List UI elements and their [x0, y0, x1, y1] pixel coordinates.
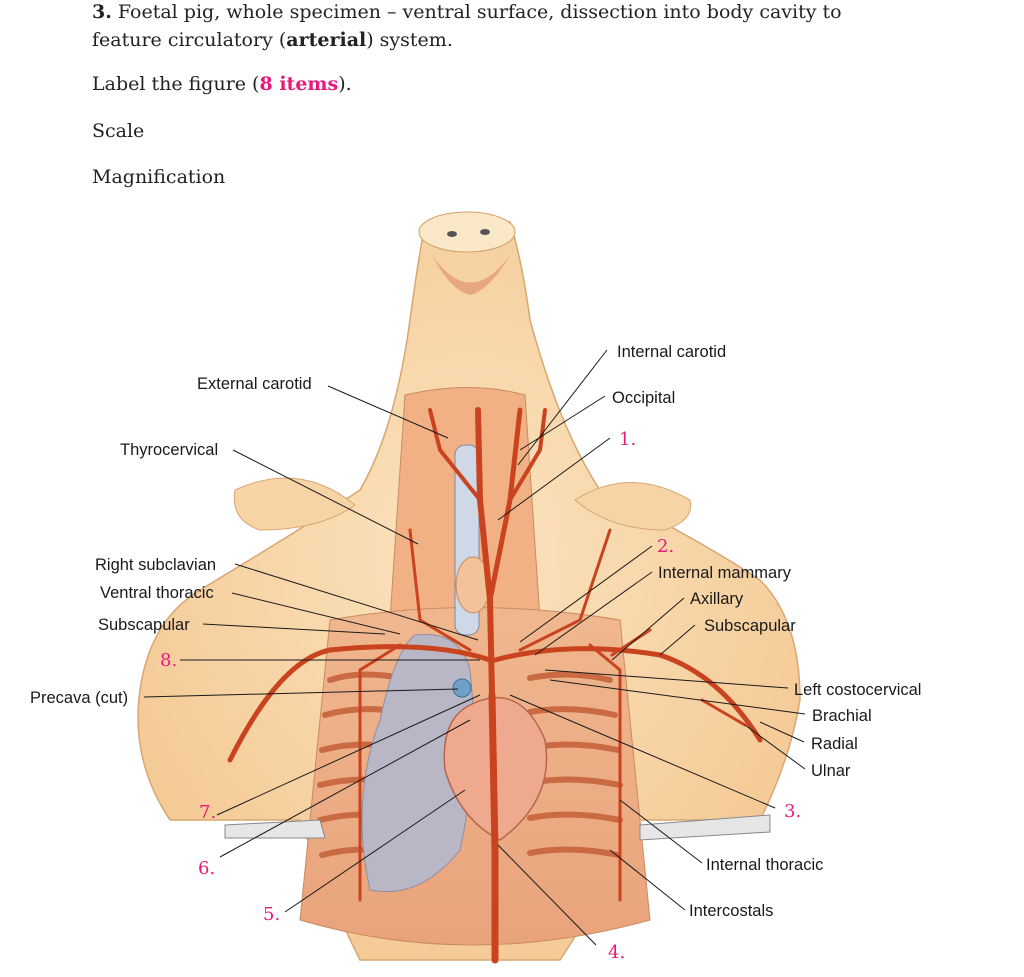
dissection-figure: Internal carotid External carotid Occipi…	[30, 211, 921, 964]
blank-1: 1.	[619, 429, 636, 450]
label-subscapular-right: Subscapular	[704, 617, 796, 635]
label-intercostals: Intercostals	[689, 902, 773, 920]
label-right-subclavian: Right subclavian	[95, 556, 216, 574]
label-internal-thoracic: Internal thoracic	[706, 856, 823, 874]
instruction-count: 8 items	[259, 73, 339, 95]
question-line1: Foetal pig, whole specimen – ventral sur…	[117, 1, 842, 23]
question-line2-post: ) system.	[366, 29, 453, 51]
blank-3: 3.	[784, 801, 801, 822]
blank-2: 2.	[657, 536, 674, 557]
label-precava: Precava (cut)	[30, 689, 128, 707]
blank-4: 4.	[608, 942, 625, 963]
question-number: 3.	[92, 1, 112, 23]
instruction-post: ).	[338, 73, 352, 95]
label-internal-carotid: Internal carotid	[617, 343, 726, 361]
leader-lines	[143, 349, 806, 946]
label-brachial: Brachial	[812, 707, 872, 725]
label-external-carotid: External carotid	[197, 375, 312, 393]
label-ventral-thoracic: Ventral thoracic	[100, 584, 214, 602]
label-axillary: Axillary	[690, 590, 744, 608]
blank-7: 7.	[199, 802, 216, 823]
question-text: 3. Foetal pig, whole specimen – ventral …	[92, 0, 992, 54]
label-subscapular-left: Subscapular	[98, 616, 190, 634]
scale-label: Scale	[92, 120, 145, 142]
retractors	[224, 814, 771, 841]
label-thyrocervical: Thyrocervical	[120, 441, 218, 459]
instruction-text: Label the figure (8 items).	[92, 70, 352, 98]
question-line2-pre: feature circulatory (	[92, 29, 287, 51]
blank-8: 8.	[160, 650, 177, 671]
label-left-costocervical: Left costocervical	[794, 681, 921, 699]
magnification-label: Magnification	[92, 166, 226, 188]
instruction-pre: Label the figure (	[92, 73, 260, 95]
blank-6: 6.	[198, 858, 215, 879]
label-radial: Radial	[811, 735, 858, 753]
arteries	[227, 407, 763, 964]
question-line2-bold: arterial	[286, 29, 367, 51]
blank-5: 5.	[263, 904, 280, 925]
label-ulnar: Ulnar	[811, 762, 851, 780]
label-occipital: Occipital	[612, 389, 675, 407]
cavity	[299, 387, 651, 946]
label-internal-mammary: Internal mammary	[658, 564, 792, 582]
